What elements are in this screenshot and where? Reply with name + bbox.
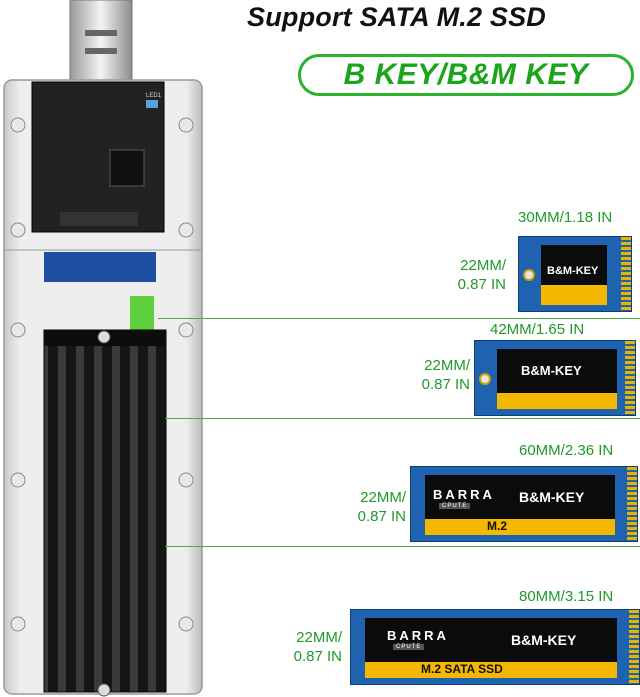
ssd-80mm: BARRA CPUTE B&M-KEY M.2 SATA SSD (350, 609, 640, 685)
ssd-60mm-brand-sub: CPUTE (439, 503, 471, 509)
ssd-30mm: B&M-KEY (518, 236, 632, 312)
ssd-42mm-width: 22MM/ 0.87 IN (421, 357, 470, 393)
ssd-30mm-length: 30MM/1.18 IN (518, 209, 613, 226)
ssd-80mm-length: 80MM/3.15 IN (519, 588, 614, 605)
ssd-80mm-key-label: B&M-KEY (511, 632, 577, 648)
ssd-80mm-brand-sub: CPUTE (393, 644, 425, 650)
key-type-text: B KEY/B&M KEY (343, 58, 589, 91)
ssd-60mm-length: 60MM/2.36 IN (519, 442, 614, 459)
guide-line-60mm (165, 546, 640, 547)
ssd-42mm-key-label: B&M-KEY (521, 363, 582, 378)
guide-line-30mm (158, 318, 640, 319)
ssd-80mm-model: M.2 SATA SSD (421, 662, 503, 676)
ssd-80mm-brand: BARRA (387, 628, 449, 643)
ssd-42mm-length: 42MM/1.65 IN (490, 321, 585, 338)
ssd-enclosure-illustration: LED1 (3, 0, 203, 697)
ssd-30mm-key-label: B&M-KEY (547, 265, 599, 277)
guide-line-42mm (165, 418, 640, 419)
key-type-badge: B KEY/B&M KEY (298, 54, 634, 96)
ssd-60mm-width: 22MM/ 0.87 IN (357, 489, 406, 525)
ssd-60mm-key-label: B&M-KEY (519, 489, 585, 505)
ssd-60mm: BARRA CPUTE B&M-KEY M.2 (410, 466, 638, 542)
ssd-42mm: B&M-KEY (474, 340, 636, 416)
led-label: LED1 (146, 93, 162, 99)
ssd-60mm-brand: BARRA (433, 487, 495, 502)
ssd-60mm-model: M.2 (487, 519, 508, 533)
ssd-30mm-width: 22MM/ 0.87 IN (457, 257, 506, 293)
ssd-80mm-width: 22MM/ 0.87 IN (293, 629, 342, 665)
headline: Support SATA M.2 SSD (247, 2, 546, 32)
